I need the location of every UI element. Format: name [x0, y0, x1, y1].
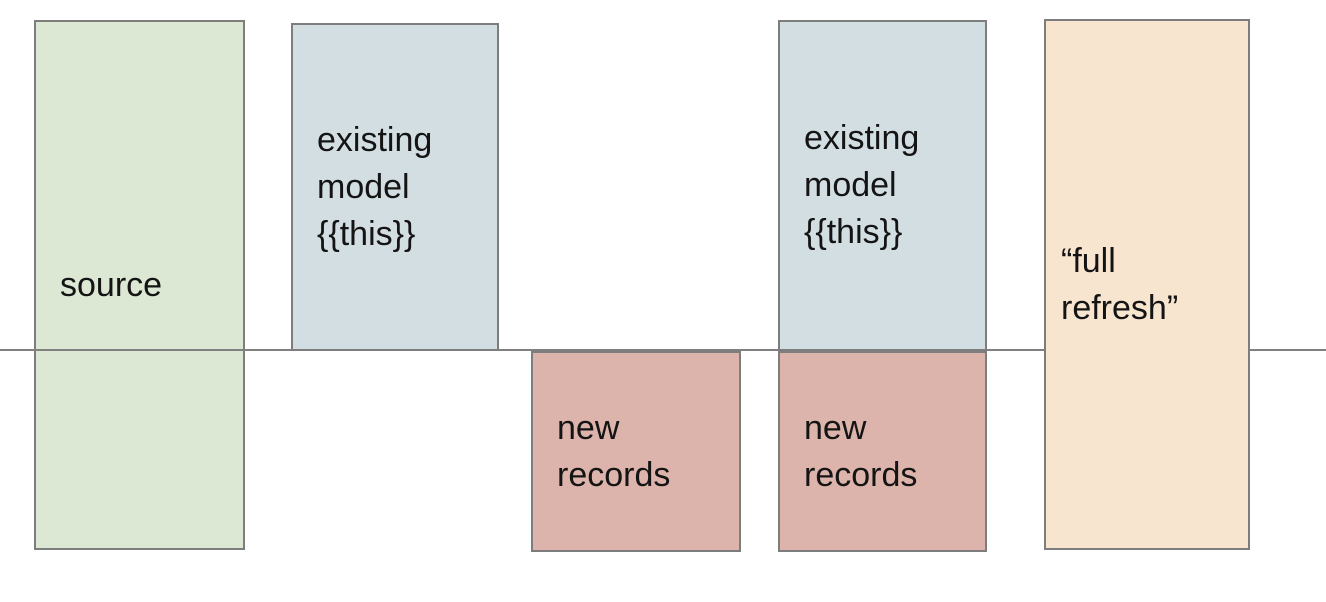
new-records-box-right: new records — [778, 351, 987, 552]
new-records-box-left: new records — [531, 351, 741, 552]
existing-model-box-left: existing model {{this}} — [291, 23, 499, 351]
existing-model-box-left-label: existing model {{this}} — [317, 120, 433, 253]
source-box-label: source — [60, 265, 163, 304]
full-refresh-box: “full refresh” — [1044, 19, 1250, 550]
baseline-divider — [0, 349, 1326, 351]
existing-model-box-right-label: existing model {{this}} — [804, 119, 920, 251]
source-box: source — [34, 20, 245, 550]
new-records-box-right-label: new records — [804, 408, 918, 494]
full-refresh-box-label: “full refresh” — [1061, 241, 1179, 327]
new-records-box-left-label: new records — [557, 408, 671, 494]
existing-model-box-right: existing model {{this}} — [778, 20, 987, 351]
